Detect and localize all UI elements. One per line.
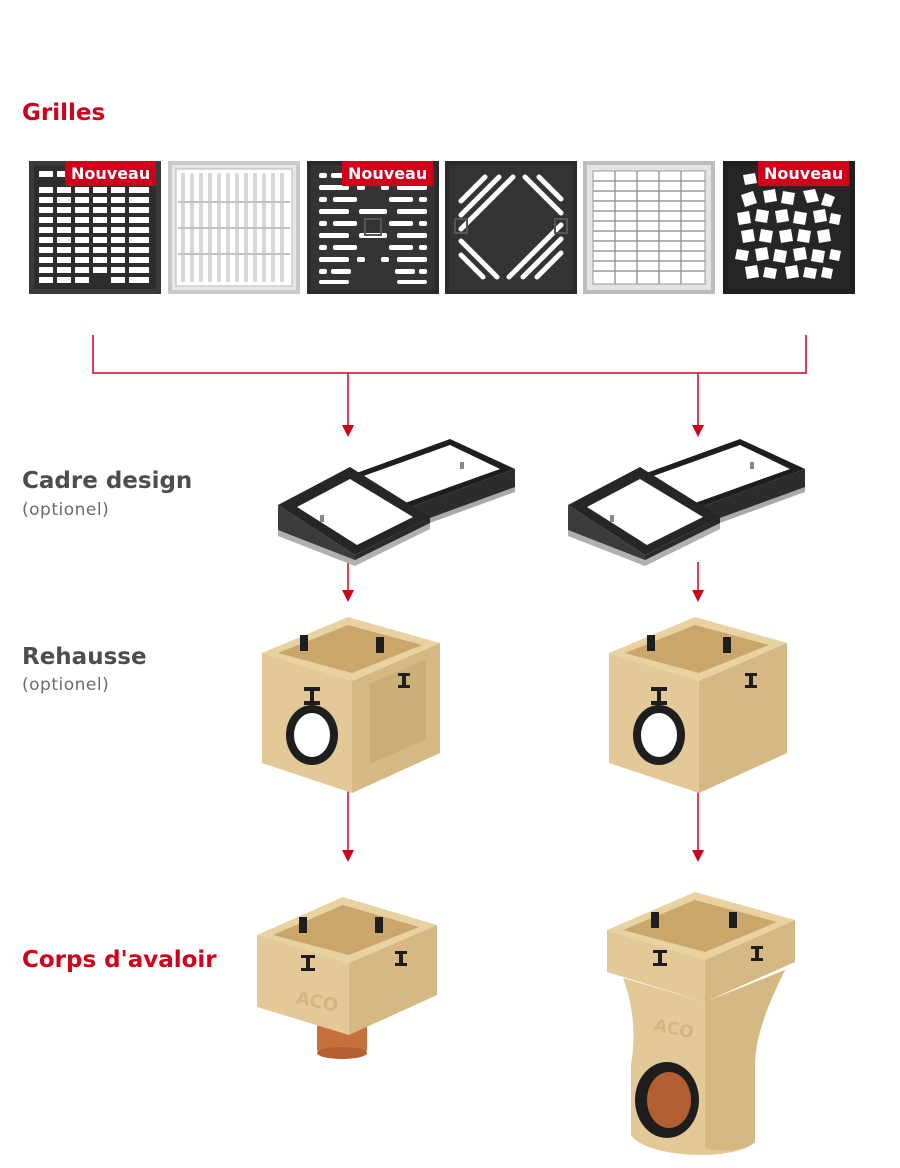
- grate-stainless-longitudinal: [168, 161, 300, 294]
- extension-left: [260, 615, 442, 795]
- heading-grilles: Grilles: [22, 100, 106, 126]
- arrow-down-icon: [342, 850, 354, 862]
- arrow-down-icon: [342, 425, 354, 437]
- note-rehausse-optional: (optionel): [22, 675, 110, 695]
- heading-corps-avaloir: Corps d'avaloir: [22, 947, 217, 973]
- heading-cadre-design: Cadre design: [22, 468, 193, 494]
- badge-new-1: Nouveau: [65, 161, 157, 186]
- arrow-down-icon: [692, 590, 704, 602]
- badge-new-2: Nouveau: [342, 161, 434, 186]
- arrow-down-icon: [692, 850, 704, 862]
- badge-new-3: Nouveau: [758, 161, 850, 186]
- arrow-down-icon: [342, 590, 354, 602]
- extension-right: [607, 615, 789, 795]
- design-frame-left: [275, 437, 520, 567]
- design-frame-right: [565, 437, 810, 567]
- drain-body-bottom-outlet: ACO: [255, 895, 440, 1060]
- grate-stainless-mesh: [583, 161, 715, 294]
- grate-diagonal-bars: [445, 161, 577, 294]
- note-cadre-optional: (optionel): [22, 500, 110, 520]
- drain-body-side-outlet: ACO: [605, 890, 797, 1165]
- heading-rehausse: Rehausse: [22, 644, 147, 670]
- arrow-down-icon: [692, 425, 704, 437]
